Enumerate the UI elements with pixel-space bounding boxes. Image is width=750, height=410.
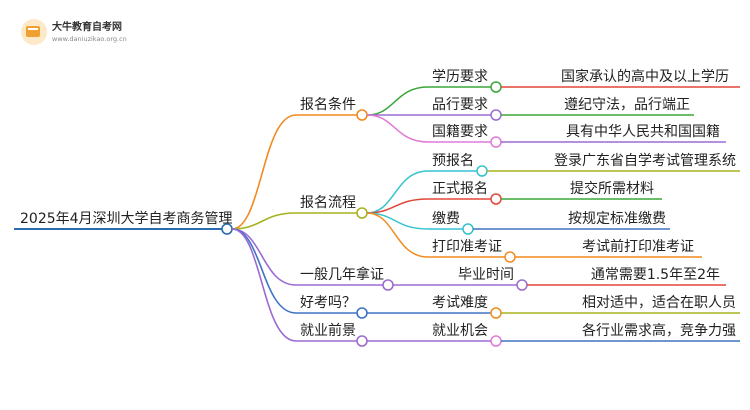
b3c0-leaf: 相对适中，适合在职人员	[582, 295, 736, 311]
logo-book-line	[28, 28, 38, 30]
b2c0-node	[516, 279, 528, 291]
b1c3-node	[504, 251, 516, 263]
b4c0-leaf: 各行业需求高，竞争力强	[582, 322, 736, 339]
b1c1-node	[490, 193, 502, 205]
b1c2-node	[462, 223, 474, 235]
logo-title: 大牛教育自考网	[52, 20, 122, 33]
b0c2-connector	[366, 114, 429, 143]
branch-0-connector	[231, 114, 297, 230]
b0c0-node	[490, 81, 502, 93]
b2c0-leaf: 通常需要1.5年至2年	[591, 267, 720, 283]
branch-4-connector	[231, 228, 297, 342]
b1c3-leaf: 考试前打印准考证	[582, 238, 694, 255]
b1c0-label: 预报名	[432, 153, 474, 169]
b1c0-leaf: 登录广东省自学考试管理系统	[554, 153, 736, 169]
root-label: 2025年4月深圳大学自考商务管理	[20, 211, 233, 227]
branch-0-label: 报名条件	[300, 96, 356, 113]
root-node	[221, 223, 233, 235]
branch-0-node	[356, 109, 368, 121]
b0c0-leaf: 国家承认的高中及以上学历	[561, 68, 729, 85]
b1c2-label: 缴费	[432, 211, 460, 227]
logo-book-icon	[26, 26, 40, 37]
b0c1-leaf: 遵纪守法，品行端正	[564, 96, 690, 113]
b1c0-node	[476, 165, 488, 177]
b0c0-label: 学历要求	[432, 69, 488, 85]
b4c0-label: 就业机会	[432, 323, 488, 339]
b3c0-label: 考试难度	[432, 295, 488, 311]
branch-2-node	[382, 279, 394, 291]
b0c2-label: 国籍要求	[432, 123, 488, 140]
b1c1-leaf: 提交所需材料	[570, 180, 654, 197]
b1c3-label: 打印准考证	[432, 238, 502, 255]
b0c1-label: 品行要求	[432, 97, 488, 113]
b0c2-node	[490, 136, 502, 148]
b3c0-node	[490, 307, 502, 319]
branch-4-label: 就业前景	[300, 322, 356, 339]
branch-3-node	[356, 307, 368, 319]
branch-2-label: 一般几年拿证	[300, 266, 384, 283]
b1c0-connector	[366, 170, 429, 214]
b1c1-connector	[366, 198, 429, 214]
b2c0-label: 毕业时间	[458, 267, 514, 283]
b0c2-leaf: 具有中华人民共和国国籍	[566, 123, 720, 140]
branch-3-connector	[231, 228, 297, 314]
branch-1-connector	[231, 212, 297, 230]
b4c0-node	[490, 335, 502, 347]
b1c3-connector	[366, 212, 429, 258]
branch-1-label: 报名流程	[300, 195, 356, 211]
branch-1-node	[356, 207, 368, 219]
logo-url: www.daniuzikao.org.cn	[52, 35, 127, 43]
b1c1-label: 正式报名	[432, 181, 488, 197]
branch-3-label: 好考吗？	[300, 295, 356, 311]
b1c2-leaf: 按规定标准缴费	[568, 211, 666, 227]
site-logo: 大牛教育自考网 www.daniuzikao.org.cn	[21, 19, 127, 45]
branch-4-node	[356, 335, 368, 347]
b0c0-connector	[366, 86, 429, 116]
b0c1-node	[490, 109, 502, 121]
